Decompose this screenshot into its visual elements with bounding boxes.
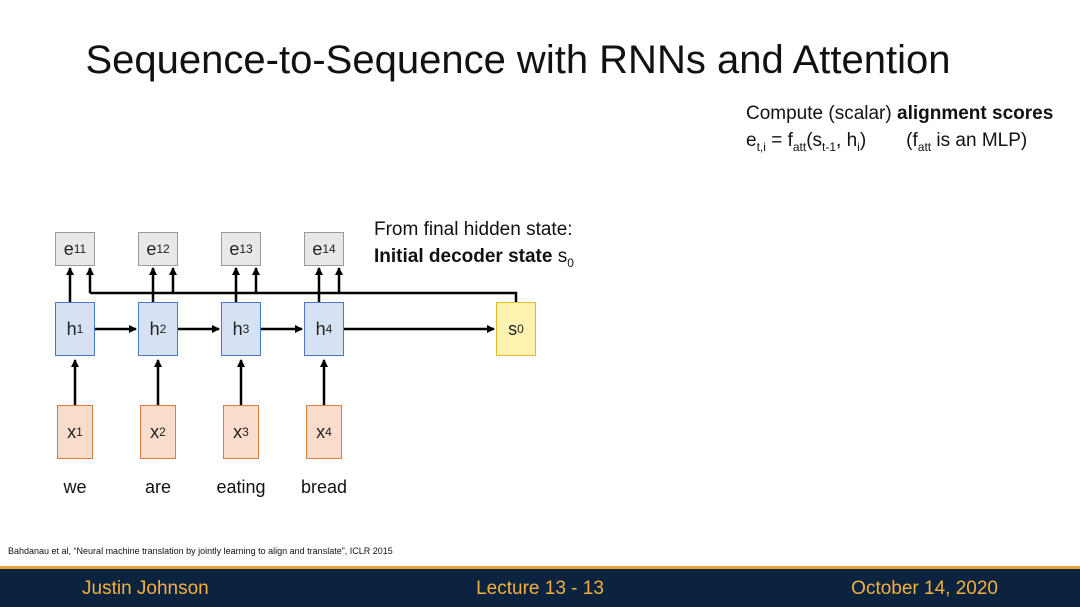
hidden-sub: 4 bbox=[325, 322, 333, 336]
formula-eq: = f bbox=[765, 130, 793, 151]
hidden-base: h bbox=[66, 318, 77, 339]
formula-h-sub: i bbox=[857, 139, 860, 154]
score-sub: 14 bbox=[322, 242, 336, 256]
formula-comma: , h bbox=[836, 130, 858, 151]
decoder-sub: 0 bbox=[517, 322, 524, 336]
slide-footer: Justin Johnson Lecture 13 - 13 October 1… bbox=[0, 566, 1080, 607]
input-sub: 4 bbox=[325, 425, 332, 439]
initial-decoder-note: From final hidden state: Initial decoder… bbox=[374, 216, 574, 277]
hidden-base: h bbox=[232, 318, 243, 339]
input-word: we bbox=[63, 477, 87, 497]
alignment-scores-note: Compute (scalar) alignment scores et,i =… bbox=[746, 100, 1053, 161]
score-base: e bbox=[229, 238, 240, 259]
input-base: x bbox=[150, 421, 160, 442]
initial-decoder-bold: Initial decoder state bbox=[374, 246, 553, 267]
footer-lecture: Lecture 13 - 13 bbox=[476, 578, 604, 599]
input-word: eating bbox=[216, 477, 266, 497]
footer-date: October 14, 2020 bbox=[851, 578, 998, 599]
hidden-sub: 3 bbox=[242, 322, 250, 336]
final-hidden-state-text: From final hidden state: bbox=[374, 219, 573, 240]
score-base: e bbox=[312, 238, 323, 259]
s0-feedback-bus bbox=[90, 291, 518, 302]
input-sub: 1 bbox=[76, 425, 83, 439]
score-sub: 13 bbox=[239, 242, 253, 256]
formula-f-sub: att bbox=[792, 139, 807, 154]
score-base: e bbox=[63, 238, 74, 259]
input-base: x bbox=[67, 421, 77, 442]
initial-decoder-s: s bbox=[552, 246, 568, 267]
note-text: Compute (scalar) bbox=[746, 103, 897, 124]
input-base: x bbox=[316, 421, 326, 442]
formula-paren-open: (f bbox=[906, 130, 918, 151]
decoder-base: s bbox=[508, 318, 518, 339]
formula-open: (s bbox=[806, 130, 823, 151]
formula-close: ) bbox=[859, 130, 867, 151]
citation: Bahdanau et al, “Neural machine translat… bbox=[8, 546, 393, 556]
hidden-base: h bbox=[315, 318, 326, 339]
attention-formula: et,i = fatt(st-1, hi)(fatt is an MLP) bbox=[746, 127, 1053, 161]
input-word: are bbox=[144, 477, 171, 497]
hidden-sub: 1 bbox=[76, 322, 84, 336]
hidden-sub: 2 bbox=[159, 322, 167, 336]
formula-e: e bbox=[746, 130, 757, 151]
footer-author: Justin Johnson bbox=[82, 578, 209, 599]
alignment-scores-line: Compute (scalar) alignment scores bbox=[746, 100, 1053, 127]
formula-e-sub: t,i bbox=[756, 139, 766, 154]
score-sub: 11 bbox=[73, 242, 87, 256]
formula-s-sub: t-1 bbox=[822, 139, 837, 154]
input-base: x bbox=[233, 421, 243, 442]
initial-decoder-line: Initial decoder state s0 bbox=[374, 243, 574, 277]
hidden-base: h bbox=[149, 318, 160, 339]
formula-paren-rest: is an MLP) bbox=[931, 130, 1028, 151]
note-bold-text: alignment scores bbox=[897, 103, 1054, 124]
score-sub: 12 bbox=[156, 242, 170, 256]
input-word: bread bbox=[300, 477, 348, 497]
score-base: e bbox=[146, 238, 157, 259]
initial-decoder-sub: 0 bbox=[567, 255, 574, 270]
slide-title: Sequence-to-Sequence with RNNs and Atten… bbox=[85, 38, 951, 82]
formula-paren-sub: att bbox=[917, 139, 932, 154]
input-sub: 2 bbox=[159, 425, 166, 439]
input-sub: 3 bbox=[242, 425, 249, 439]
